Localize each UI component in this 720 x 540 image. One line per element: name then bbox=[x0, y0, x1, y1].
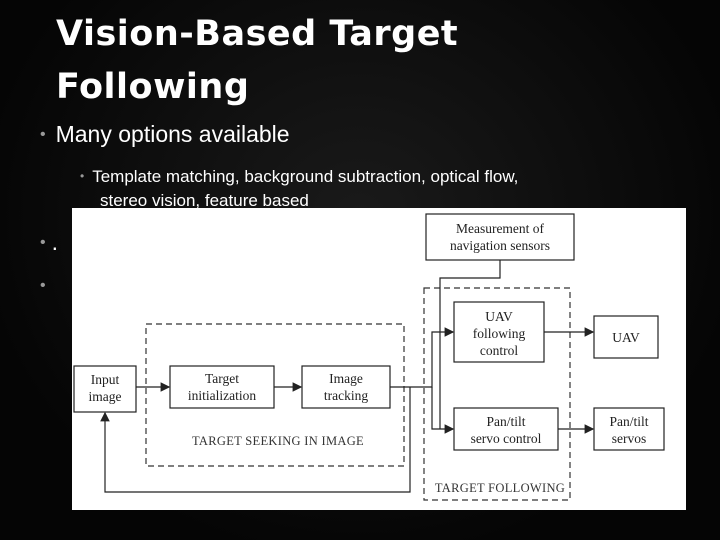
target-following-region bbox=[423, 287, 571, 501]
bullet-marker-icon: • bbox=[40, 234, 46, 251]
block-diagram: Measurement of navigation sensors Input … bbox=[73, 213, 665, 501]
target-init-label-1: Target bbox=[205, 371, 239, 386]
image-tracking-label-1: Image bbox=[329, 371, 363, 386]
bullet-1: • Many options available bbox=[40, 121, 290, 148]
pantilt-servos-label-2: servos bbox=[612, 431, 647, 446]
sub-bullet-1: • Template matching, background subtracti… bbox=[80, 164, 640, 213]
caption-target-seeking: TARGET SEEKING IN IMAGE bbox=[192, 434, 364, 448]
image-tracking-label-2: tracking bbox=[324, 388, 368, 403]
uav-label: UAV bbox=[612, 330, 640, 345]
sub-bullet-1-text-2: stereo vision, feature based bbox=[100, 191, 309, 210]
bullet-marker-icon: • bbox=[40, 277, 46, 294]
bullet-marker-icon: • bbox=[40, 126, 46, 143]
input-image-label-1: Input bbox=[91, 372, 120, 387]
uav-block bbox=[593, 315, 659, 359]
uav-following-label-2: following bbox=[473, 326, 526, 341]
sub-bullet-1-text: Template matching, background subtractio… bbox=[92, 167, 519, 186]
bullet-1-text: Many options available bbox=[55, 121, 290, 147]
arrow-measurement-feed bbox=[439, 260, 501, 332]
arrow-tracking-to-uav-control bbox=[390, 327, 455, 388]
pantilt-control-block bbox=[453, 407, 559, 451]
pantilt-control-label-1: Pan/tilt bbox=[486, 414, 525, 429]
measurement-label-1: Measurement of bbox=[456, 221, 545, 236]
bullet-2-text: . bbox=[51, 229, 58, 255]
slide-title: Vision-Based Target Following bbox=[56, 8, 616, 114]
measurement-block bbox=[425, 213, 575, 261]
pantilt-control-label-2: servo control bbox=[471, 431, 542, 446]
bullet-3: • bbox=[40, 272, 52, 299]
arrow-feedback-loop bbox=[100, 387, 411, 493]
input-image-block bbox=[73, 365, 137, 413]
uav-following-control-block bbox=[453, 301, 545, 363]
target-init-label-2: initialization bbox=[188, 388, 256, 403]
bullet-2: •. bbox=[40, 229, 58, 256]
image-tracking-block bbox=[301, 365, 391, 409]
pantilt-servos-label-1: Pan/tilt bbox=[609, 414, 648, 429]
input-image-label-2: image bbox=[89, 389, 122, 404]
title-line-1: Vision-Based Target bbox=[56, 14, 459, 54]
pantilt-servos-block bbox=[593, 407, 665, 451]
measurement-label-2: navigation sensors bbox=[450, 238, 550, 253]
block-diagram-figure: Measurement of navigation sensors Input … bbox=[72, 208, 686, 510]
uav-following-label-3: control bbox=[480, 343, 518, 358]
bullet-marker-icon: • bbox=[80, 169, 85, 183]
title-line-2: Following bbox=[56, 67, 250, 107]
uav-following-label-1: UAV bbox=[485, 309, 513, 324]
caption-target-following: TARGET FOLLOWING bbox=[435, 481, 565, 495]
arrow-tracking-to-pantilt-control bbox=[431, 387, 455, 434]
